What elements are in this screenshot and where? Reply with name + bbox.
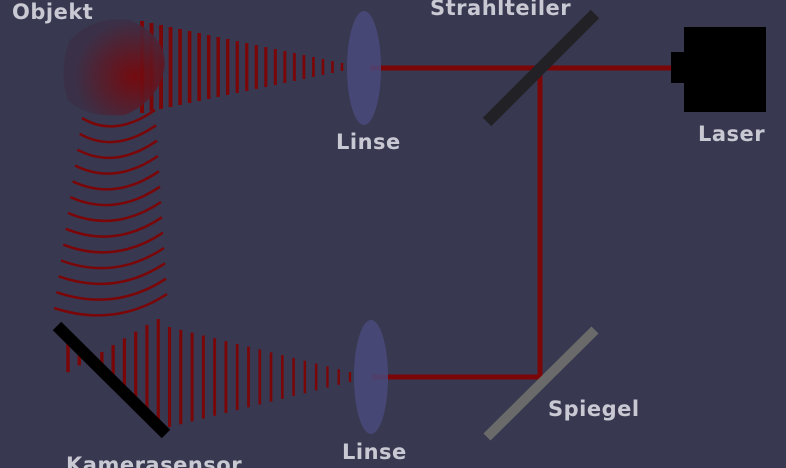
object-wavefront-curved (62, 231, 164, 254)
camera-sensor (52, 321, 171, 439)
lens-top (347, 11, 381, 125)
label-object: Objekt (12, 0, 94, 24)
object-wavefront-curved (72, 170, 160, 191)
lens-bottom (354, 320, 388, 434)
object-wavefront-curved (79, 124, 157, 144)
object-shape (63, 19, 165, 116)
laser-body (684, 27, 766, 112)
object-wavefront-curved (55, 277, 167, 301)
object-wavefront-curved (65, 216, 163, 238)
object-wavefront-curved (60, 246, 165, 270)
label-beam-splitter: Strahlteiler (430, 0, 572, 20)
object-wavefront-curved (81, 108, 156, 128)
beam-splitter (482, 9, 600, 127)
object-wavefront-curved (53, 292, 168, 317)
label-mirror: Spiegel (548, 397, 640, 421)
object-wavefront-curved (58, 262, 166, 286)
object-wavefront-curved (74, 154, 159, 175)
label-camera-sensor: Kamerasensor (66, 453, 243, 468)
label-lens-bottom: Linse (342, 440, 407, 464)
mirror (483, 326, 599, 441)
object-wavefront-curved (69, 185, 161, 207)
object-wavefront-curved (76, 139, 158, 160)
laser-nozzle (671, 52, 685, 83)
label-laser: Laser (698, 122, 766, 146)
object-wavefront-curved (67, 200, 162, 223)
label-lens-top: Linse (336, 130, 401, 154)
